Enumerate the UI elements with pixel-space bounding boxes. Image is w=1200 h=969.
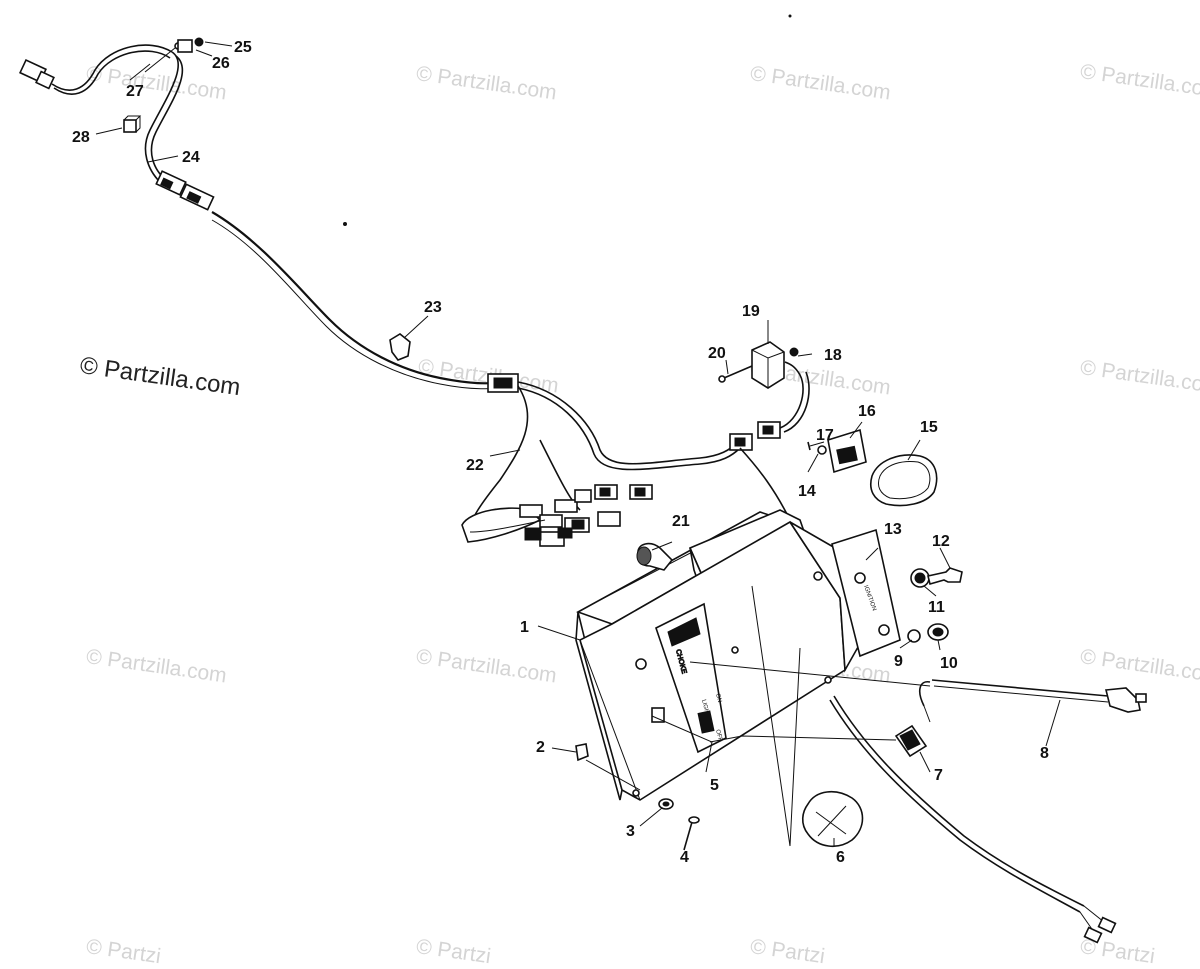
small-wire-27: [144, 47, 176, 73]
callout-20: 20: [708, 345, 726, 362]
callout-18: 18: [824, 347, 842, 364]
callout-10: 10: [940, 655, 958, 672]
callout-7: 7: [934, 767, 943, 784]
callout-23: 23: [424, 299, 442, 316]
callout-27: 27: [126, 83, 144, 100]
callout-6: 6: [836, 849, 845, 866]
part-13-plate: IGNITION: [831, 528, 901, 658]
decal-lights-label: LIGHTS: [700, 699, 711, 721]
part-15-bezel: [870, 454, 938, 507]
speck: [343, 222, 347, 226]
callout-25: 25: [234, 39, 252, 56]
callout-15: 15: [920, 419, 938, 436]
callout-17: 17: [816, 427, 834, 444]
part-4-bolt: [683, 816, 700, 851]
callout-8: 8: [1040, 745, 1049, 762]
callout-28: 28: [72, 129, 90, 146]
part-14: [817, 445, 827, 455]
callout-14: 14: [798, 483, 816, 500]
callout-9: 9: [894, 653, 903, 670]
part-20-bolt: [723, 365, 753, 379]
instrument-panel: CHOKE LIGHTS ON OFF: [575, 509, 863, 801]
part-17: [807, 441, 811, 451]
callout-22: 22: [466, 457, 484, 474]
callout-2: 2: [536, 739, 545, 756]
callout-12: 12: [932, 533, 950, 550]
part-7-switch: [894, 724, 928, 758]
part-26: [177, 39, 193, 53]
panel-decal-5: CHOKE LIGHTS ON OFF: [655, 602, 727, 754]
leader-lines: [95, 41, 1061, 847]
callout-21: 21: [672, 513, 690, 530]
connector-cluster: [461, 484, 653, 547]
wiring-harness: [19, 44, 810, 547]
part-8-cable: [918, 679, 1147, 723]
part-3-washer: [658, 798, 674, 810]
callout-5: 5: [710, 777, 719, 794]
callout-19: 19: [742, 303, 760, 320]
callout-24: 24: [182, 149, 200, 166]
part-21-lamp: [636, 542, 674, 571]
part-2-clip: [575, 743, 589, 762]
callout-3: 3: [626, 823, 635, 840]
callout-26: 26: [212, 55, 230, 72]
part-18-nut: [789, 347, 799, 357]
part-19-module: [751, 341, 785, 389]
callout-16: 16: [858, 403, 876, 420]
harness-end-plug: [19, 58, 55, 90]
part-25: [194, 37, 204, 47]
part-9: [907, 629, 921, 643]
callout-11: 11: [928, 599, 945, 616]
callout-4: 4: [680, 849, 689, 866]
part-11-switch: [910, 568, 930, 588]
callout-13: 13: [884, 521, 902, 538]
part-23: [389, 333, 411, 361]
part-6-cover: [801, 791, 864, 847]
part-10: [927, 623, 949, 641]
callout-1: 1: [520, 619, 529, 636]
part-28: [123, 115, 142, 133]
decal-off-label: OFF: [714, 729, 723, 742]
decal-on-label: ON: [714, 693, 722, 703]
part-12-key: [927, 567, 963, 585]
part-16-gauge: [827, 428, 867, 474]
speck: [788, 14, 792, 18]
lower-harness: [829, 695, 1117, 944]
